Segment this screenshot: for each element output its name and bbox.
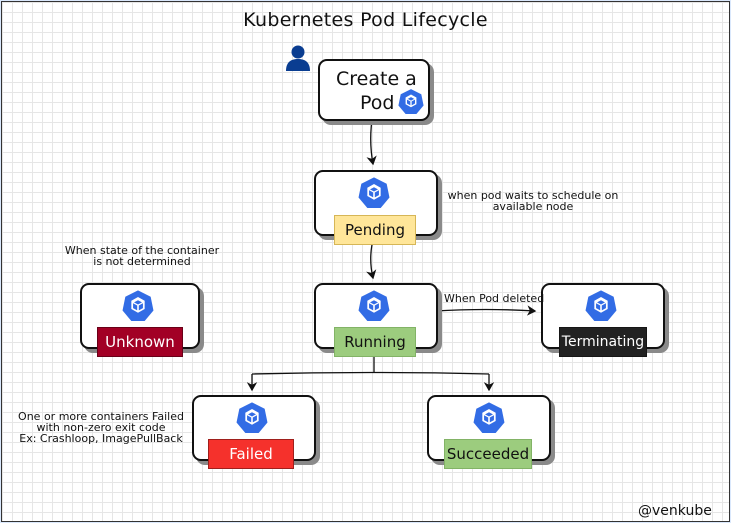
unknown-note-line2: is not determined	[93, 255, 191, 268]
unknown-note: When state of the container is not deter…	[52, 245, 232, 267]
pending-note-line2: available node	[492, 200, 574, 213]
arrow-running-to-terminating	[434, 305, 537, 316]
kubernetes-pod-icon	[358, 177, 390, 208]
kubernetes-pod-icon	[585, 290, 617, 321]
succeeded-state-label: Succeeded	[444, 439, 532, 469]
failed-note-line1: One or more containers Failed	[18, 410, 184, 423]
author-handle: @venkube	[638, 503, 712, 519]
create-pod-line2: Pod	[360, 92, 395, 114]
kubernetes-pod-icon	[122, 290, 154, 321]
user-icon	[286, 45, 310, 71]
pending-note-line1: when pod waits to schedule on	[447, 189, 619, 202]
kubernetes-pod-icon	[473, 402, 505, 433]
running-state-label: Running	[334, 327, 416, 357]
pending-state-label: Pending	[334, 215, 416, 245]
failed-note-line2: with non-zero exit code	[36, 421, 166, 434]
unknown-state-label: Unknown	[97, 327, 183, 357]
create-pod-node: Create a Pod	[318, 59, 430, 121]
create-pod-line1: Create a	[336, 68, 417, 90]
unknown-note-line1: When state of the container	[64, 244, 220, 257]
kubernetes-pod-icon	[358, 290, 390, 321]
kubernetes-pod-icon	[236, 402, 268, 433]
arrow-branch-line	[251, 371, 490, 375]
arrow-create-to-pending	[366, 119, 377, 166]
diagram-title: Kubernetes Pod Lifecycle	[243, 9, 488, 31]
deleted-note: When Pod deleted	[444, 292, 545, 305]
failed-note: One or more containers Failed with non-z…	[11, 411, 191, 444]
failed-note-line3: Ex: Crashloop, ImagePullBack	[19, 432, 183, 445]
kubernetes-pod-icon	[398, 89, 424, 114]
terminating-state-label: Terminating	[559, 327, 647, 357]
failed-state-label: Failed	[208, 439, 294, 469]
pending-note: when pod waits to schedule on available …	[440, 190, 626, 212]
